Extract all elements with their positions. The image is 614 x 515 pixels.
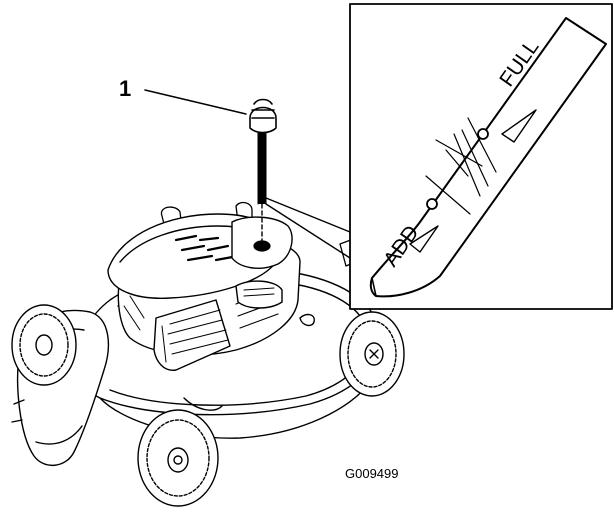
dipstick (249, 98, 277, 252)
add-arrow (409, 225, 439, 253)
front-right-wheel (339, 311, 405, 397)
callout-leader-line (144, 89, 247, 115)
add-mark-hole (426, 198, 438, 210)
rear-left-wheel (11, 304, 77, 386)
callout-number: 1 (119, 76, 131, 101)
dipstick-detail-inset: FULL ADD (349, 3, 613, 310)
full-arrow (501, 109, 537, 143)
safe-zone-hatching (425, 117, 497, 215)
front-left-wheel (137, 409, 219, 507)
detail-leader-lines (265, 197, 351, 259)
dipstick-cap (249, 106, 277, 134)
callout-1: 1 (119, 76, 247, 115)
figure-code: G009499 (345, 466, 399, 481)
engine (107, 213, 301, 371)
full-mark-hole (477, 128, 489, 140)
deck-bolt (299, 313, 315, 327)
